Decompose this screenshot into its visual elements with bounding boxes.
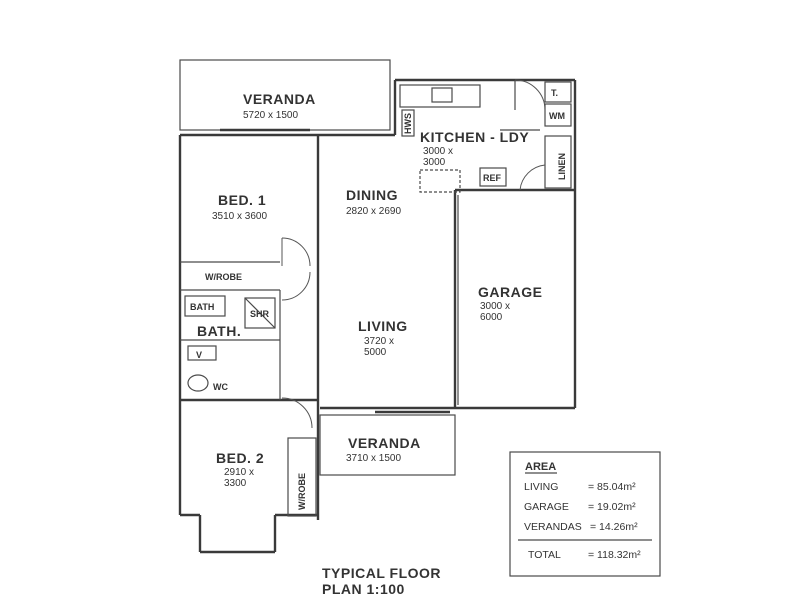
plan-title-line1: TYPICAL FLOOR	[322, 565, 441, 581]
trough-label: T.	[551, 88, 558, 98]
vanity-label: V	[196, 350, 202, 360]
area-value-verandas: = 14.26m²	[590, 521, 638, 533]
bed2-dims-1: 2910 x	[224, 467, 254, 478]
veranda-bottom-dims: 3710 x 1500	[346, 453, 401, 464]
garage-dims-2: 6000	[480, 312, 503, 323]
area-value-living: = 85.04m²	[588, 481, 636, 493]
ref-label: REF	[483, 173, 502, 183]
wm-label: WM	[549, 111, 565, 121]
area-value-garage: = 19.02m²	[588, 501, 636, 513]
dining-title: DINING	[346, 187, 398, 203]
kitchen-fixtures	[399, 79, 572, 193]
shower-label: SHR	[250, 309, 270, 319]
kitchen-dims-1: 3000 x	[423, 146, 453, 157]
living-dims-2: 5000	[364, 347, 387, 358]
bed2-dims-2: 3300	[224, 478, 247, 489]
veranda-top	[179, 59, 391, 132]
area-value-total: = 118.32m²	[588, 549, 641, 561]
house-walls	[178, 78, 577, 429]
bed1-title: BED. 1	[218, 192, 266, 208]
bed2-title: BED. 2	[216, 450, 264, 466]
wrobe-side-label: W/ROBE	[297, 473, 307, 510]
bath-tub-label: BATH	[190, 302, 214, 312]
veranda-top-title: VERANDA	[243, 91, 316, 107]
area-label-total: TOTAL	[528, 549, 561, 561]
garage-title: GARAGE	[478, 284, 542, 300]
veranda-top-dims: 5720 x 1500	[243, 110, 298, 121]
wrobe-top-label: W/ROBE	[205, 272, 242, 282]
area-table: AREA LIVING = 85.04m² GARAGE = 19.02m² V…	[509, 451, 661, 577]
living-title: LIVING	[358, 318, 408, 334]
bed1-dims: 3510 x 3600	[212, 211, 267, 222]
area-label-verandas: VERANDAS	[524, 521, 582, 533]
dining-dims: 2820 x 2690	[346, 206, 401, 217]
bath-title: BATH.	[197, 323, 241, 339]
veranda-bottom	[319, 410, 456, 476]
area-heading: AREA	[525, 461, 556, 473]
area-label-living: LIVING	[524, 481, 558, 493]
bed2-walls	[178, 400, 320, 554]
kitchen-dims-2: 3000	[423, 157, 446, 168]
veranda-bottom-title: VERANDA	[348, 435, 421, 451]
wc-label: WC	[213, 382, 228, 392]
hws-label: HWS	[403, 113, 413, 134]
plan-title-line2: PLAN 1:100	[322, 581, 405, 597]
linen-label: LINEN	[557, 153, 567, 180]
living-dims-1: 3720 x	[364, 336, 394, 347]
area-label-garage: GARAGE	[524, 501, 569, 513]
garage-dims-1: 3000 x	[480, 301, 510, 312]
kitchen-title: KITCHEN - LDY	[420, 129, 529, 145]
